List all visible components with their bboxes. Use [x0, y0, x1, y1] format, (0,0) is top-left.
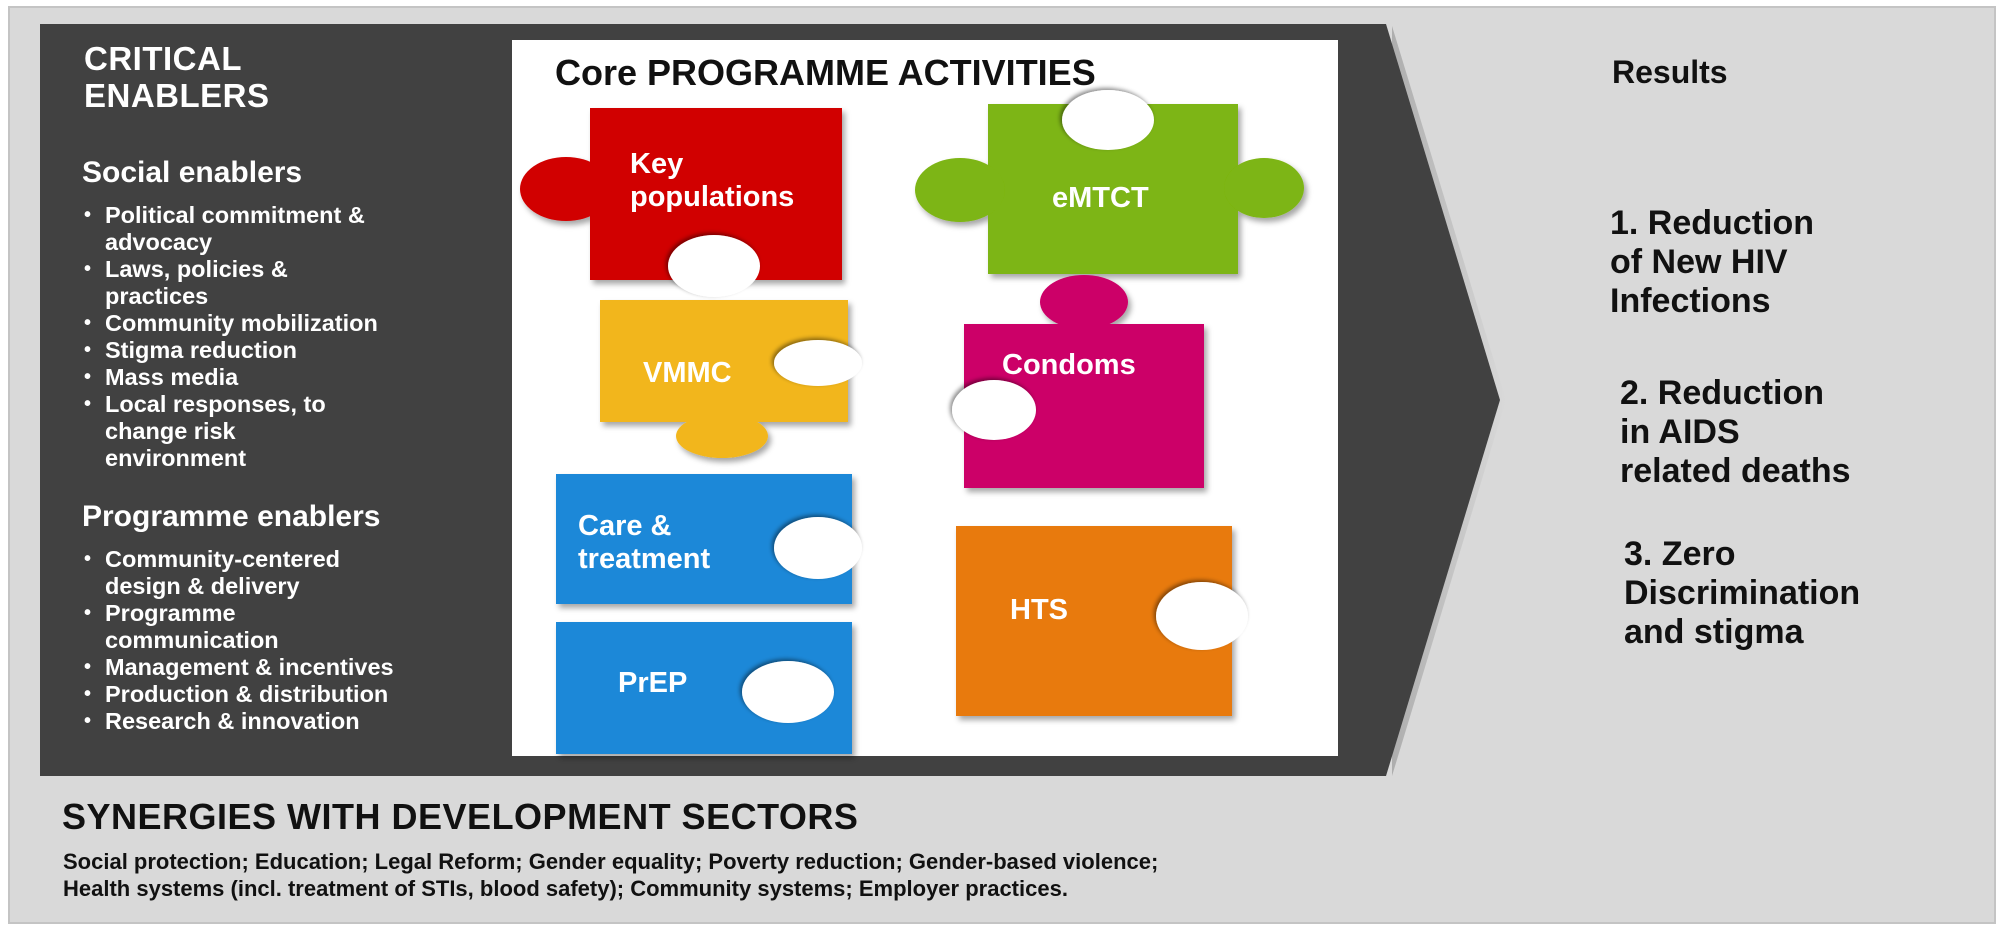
piece-label-condoms: Condoms [1002, 349, 1136, 381]
results-title: Results [1612, 54, 1728, 90]
list-item: Stigma reduction [84, 337, 378, 364]
social-enablers-heading: Social enablers [82, 156, 303, 189]
puzzle-hole [774, 517, 862, 579]
programme-enablers-heading: Programme enablers [82, 500, 381, 533]
piece-label-vmmc: VMMC [643, 357, 732, 389]
puzzle-hole [774, 340, 862, 386]
piece-label-key-populations: Key populations [630, 148, 795, 213]
piece-label-care-treatment: Care & treatment [578, 510, 711, 575]
result-item-2: 2. Reduction in AIDS related deaths [1620, 374, 1851, 490]
puzzle-hole [1156, 582, 1248, 650]
puzzle-emtct [915, 104, 1304, 274]
synergies-title: SYNERGIES WITH DEVELOPMENT SECTORS [62, 796, 859, 837]
synergies-description: Social protection; Education; Legal Refo… [63, 849, 1159, 901]
list-item: Production & distribution [84, 681, 394, 708]
piece-label-prep: PrEP [618, 667, 688, 699]
puzzle-condoms [964, 275, 1204, 488]
list-item: Mass media [84, 364, 378, 391]
list-item: Community mobilization [84, 310, 378, 337]
piece-label-hts: HTS [1010, 594, 1068, 626]
piece-label-emtct: eMTCT [1052, 182, 1149, 214]
list-item: Laws, policies &practices [84, 256, 378, 310]
list-item: Political commitment &advocacy [84, 202, 378, 256]
puzzle-hole [952, 380, 1036, 440]
critical-enablers-title: CRITICAL ENABLERS [84, 40, 270, 114]
puzzle-hole [1062, 90, 1154, 150]
puzzle-hole [742, 661, 834, 723]
core-activities-title: Core PROGRAMME ACTIVITIES [555, 52, 1096, 93]
puzzle-key-populations [520, 108, 842, 280]
social-enablers-list: Political commitment &advocacy Laws, pol… [84, 202, 378, 472]
list-item: Research & innovation [84, 708, 394, 735]
puzzle-hole [668, 235, 760, 297]
list-item: Management & incentives [84, 654, 394, 681]
result-item-1: 1. Reduction of New HIV Infections [1610, 204, 1815, 320]
result-item-3: 3. Zero Discrimination and stigma [1624, 535, 1861, 651]
